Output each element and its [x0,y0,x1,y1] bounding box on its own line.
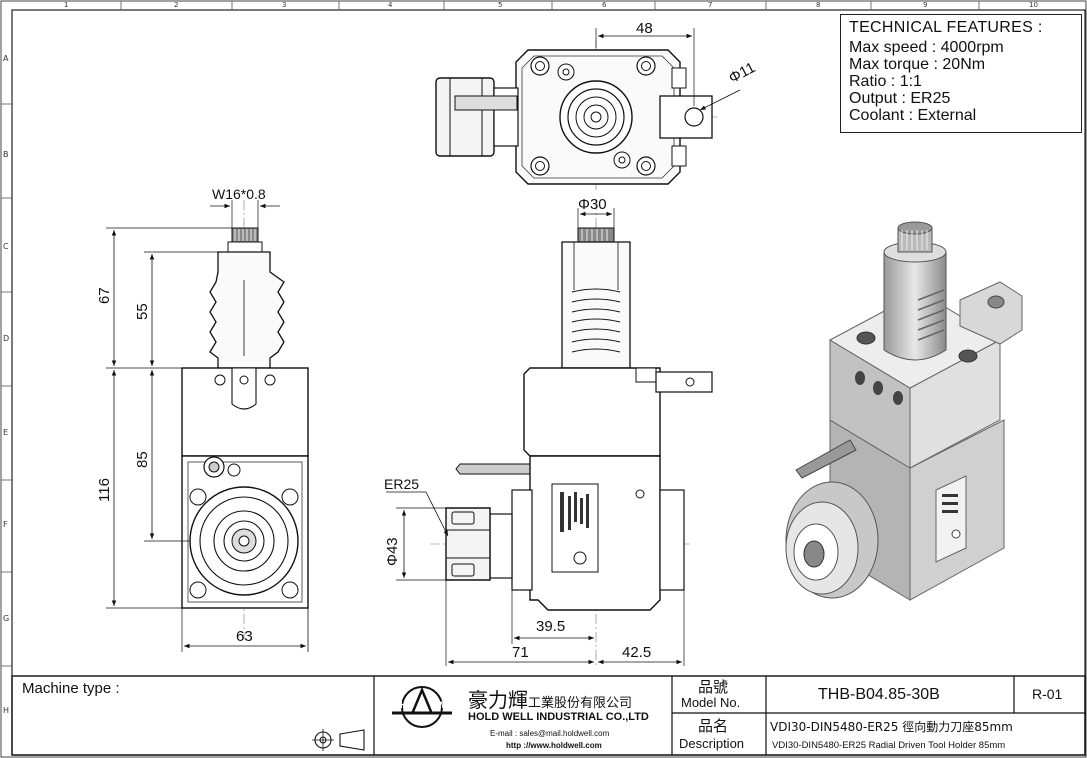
company-name-en: HOLD WELL INDUSTRIAL CO.,LTD [468,711,649,723]
dim-dia-30: Φ30 [578,196,607,213]
tech-value: 20Nm [942,56,986,73]
tech-value: External [917,107,977,124]
dim-116: 116 [96,478,113,502]
description-value-cn: VDI30-DIN5480-ER25 徑向動力刀座85mm [770,720,1013,734]
tech-label: Output [849,90,898,107]
description-label-cn: 品名 [698,717,729,735]
front-view [106,200,309,652]
ruler-col-2: 2 [174,1,179,9]
tech-label: Ratio [849,73,887,90]
company-website: http ://www.holdwell.com [506,741,602,750]
dim-71: 71 [512,644,529,661]
ruler-row-f: F [3,520,8,529]
ruler-left-ticks [1,103,12,667]
ruler-col-8: 8 [816,1,821,9]
model-label-cn: 品號 [698,678,729,696]
tech-row-output: Output : ER25 [849,90,951,107]
technical-features-box: TECHNICAL FEATURES : Max speed : 4000rpm… [840,14,1082,133]
ruler-col-3: 3 [282,1,287,9]
description-label-en: Description [679,736,745,751]
technical-features-title: TECHNICAL FEATURES : [849,19,1043,36]
ruler-row-c: C [3,242,9,251]
title-block [11,675,1086,756]
company-email: E-mail : sales@mail.holdwell.com [490,729,610,738]
ruler-col-9: 9 [923,1,928,9]
dim-85: 85 [134,451,151,468]
dim-55: 55 [134,303,151,320]
ruler-row-a: A [3,54,9,63]
ruler-col-5: 5 [498,1,503,9]
company-name-cn-suffix: 工業股份有限公司 [528,696,633,711]
dim-42-5: 42.5 [622,644,652,661]
tech-value: 1:1 [899,73,922,90]
machine-type-label: Machine type : [22,680,120,697]
tech-row-torque: Max torque : 20Nm [849,56,986,73]
ruler-col-7: 7 [708,1,713,9]
dim-67: 67 [96,287,113,304]
dim-thread-w16: W16*0.8 [212,186,266,202]
dim-er25: ER25 [384,476,420,492]
company-name-cn: 豪力輝工業股份有限公司 [468,684,632,713]
top-view [435,28,741,190]
dim-dia-43: Φ43 [384,537,401,566]
dim-39-5: 39.5 [536,618,566,635]
ruler-row-b: B [3,150,9,159]
ruler-col-10: 10 [1029,1,1038,9]
model-number: THB-B04.85-30B [818,686,940,703]
ruler-row-h: H [3,706,10,715]
tech-label: Max torque [849,56,930,73]
ruler-top-ticks [120,1,980,10]
isometric-render [785,221,1023,601]
tech-label: Max speed [849,39,928,56]
ruler-row-g: G [3,614,10,623]
ruler-col-1: 1 [64,1,69,9]
tech-row-ratio: Ratio : 1:1 [849,73,922,90]
tech-row-speed: Max speed : 4000rpm [849,39,1004,56]
model-label-en: Model No. [681,695,741,710]
ruler-col-4: 4 [388,1,393,9]
side-view [386,200,713,666]
company-name-cn-main: 豪力輝 [468,688,528,712]
tech-value: ER25 [910,90,951,107]
ruler-row-e: E [3,428,9,437]
company-logo-letters: H W [400,700,460,710]
tech-value: 4000rpm [940,39,1004,56]
ruler-row-d: D [3,334,10,343]
dim-48: 48 [636,20,653,37]
revision-number: R-01 [1032,686,1063,702]
dim-63: 63 [236,628,253,645]
ruler-col-6: 6 [602,1,607,9]
description-value-en: VDI30-DIN5480-ER25 Radial Driven Tool Ho… [772,740,1006,751]
tech-row-coolant: Coolant : External [849,107,977,124]
tech-label: Coolant [849,107,905,124]
